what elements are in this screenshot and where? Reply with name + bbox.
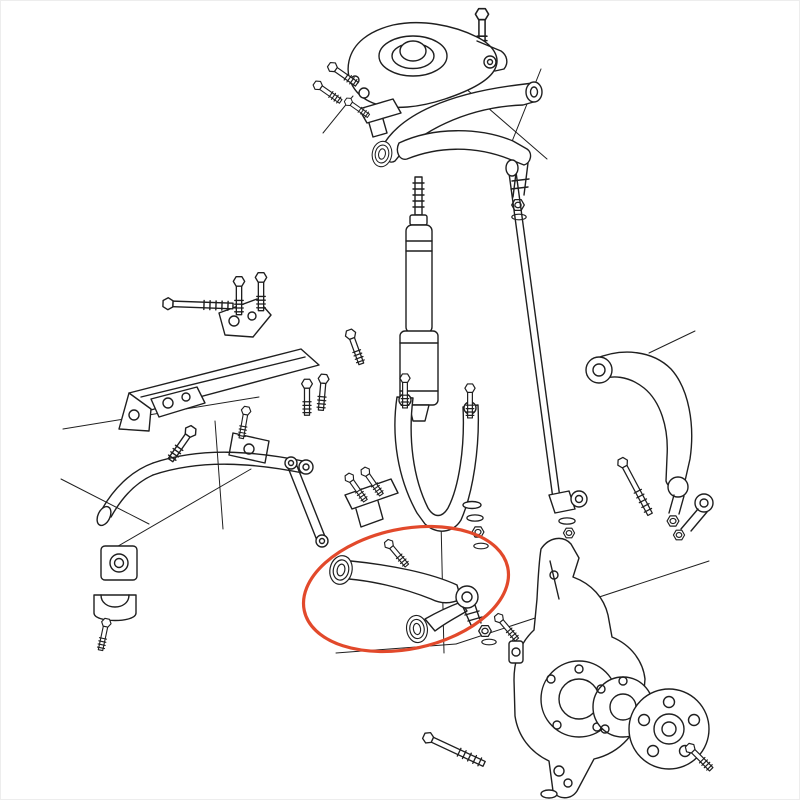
long-bolt bbox=[162, 296, 234, 313]
stabilizer-bar bbox=[93, 451, 314, 652]
curved-lower-control-arm bbox=[585, 351, 714, 541]
washer bbox=[466, 514, 484, 522]
bolt bbox=[382, 537, 412, 570]
link-clamp-bracket bbox=[342, 465, 399, 528]
tie-rod-end bbox=[694, 493, 714, 513]
strut-top-mount bbox=[311, 7, 508, 138]
bolt bbox=[343, 327, 368, 367]
washer bbox=[462, 500, 482, 510]
washer bbox=[511, 213, 527, 221]
washer bbox=[481, 638, 497, 646]
washer bbox=[473, 542, 489, 550]
upper-control-arms bbox=[369, 81, 543, 221]
highlight-ellipse bbox=[301, 524, 511, 654]
strut-fork bbox=[394, 373, 489, 550]
lower-control-arm-front bbox=[348, 560, 462, 604]
stabilizer-link-rod bbox=[505, 159, 588, 539]
steering-knuckle bbox=[420, 537, 646, 799]
ball-joint bbox=[455, 585, 479, 609]
pinch-bolt bbox=[492, 611, 522, 644]
washer bbox=[558, 517, 576, 525]
shock-absorber-strut bbox=[399, 176, 439, 422]
ball-joint bbox=[667, 476, 689, 498]
long-bolt bbox=[615, 455, 656, 518]
subframe bbox=[118, 271, 368, 465]
bolt bbox=[314, 373, 331, 412]
connecting-links bbox=[284, 456, 329, 548]
nut bbox=[562, 527, 576, 539]
upper-control-arm-front bbox=[396, 130, 532, 166]
lower-control-arms-highlighted bbox=[326, 537, 497, 646]
nut bbox=[672, 529, 686, 541]
long-bolt bbox=[420, 729, 488, 770]
bushing bbox=[585, 356, 613, 384]
stabilizer-bar-clamp bbox=[93, 594, 137, 622]
lower-control-arm-rear bbox=[424, 601, 468, 632]
diagram-linework bbox=[60, 7, 716, 799]
bolt bbox=[300, 378, 314, 416]
wheel-hub-assembly bbox=[592, 676, 716, 774]
bolt bbox=[311, 78, 345, 106]
nut bbox=[666, 515, 680, 527]
nut bbox=[478, 624, 492, 638]
bolt bbox=[95, 617, 113, 652]
